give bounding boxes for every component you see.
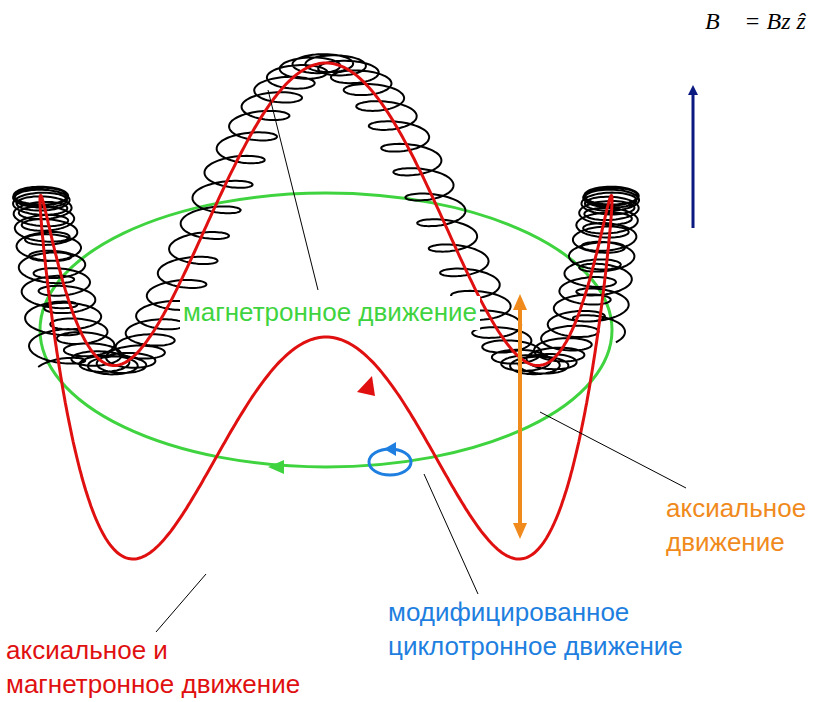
cyclotron-label: модифицированное циклотронное движение [388, 596, 718, 664]
axial-arrowhead [357, 376, 375, 396]
leader-line [156, 574, 206, 632]
axial-magnetron-path [40, 63, 612, 559]
axial-magnetron-label: аксиальное и магнетронное движение [6, 634, 326, 702]
leader-line [540, 412, 686, 488]
cyclotron-loop [369, 449, 411, 475]
field-arrow [692, 90, 695, 228]
axial-label: аксиальное движение [666, 492, 831, 560]
leader-line [268, 90, 318, 290]
cyclotron-helix [13, 54, 639, 374]
cyclotron-arrowhead [384, 442, 396, 456]
magnetron-arrowhead [268, 460, 284, 474]
field-formula: B⃗ = Bz ẑ [705, 8, 831, 35]
leader-line [424, 474, 478, 594]
axial-double-arrow [518, 298, 522, 535]
magnetron-label: магнетронное движение [180, 296, 480, 330]
